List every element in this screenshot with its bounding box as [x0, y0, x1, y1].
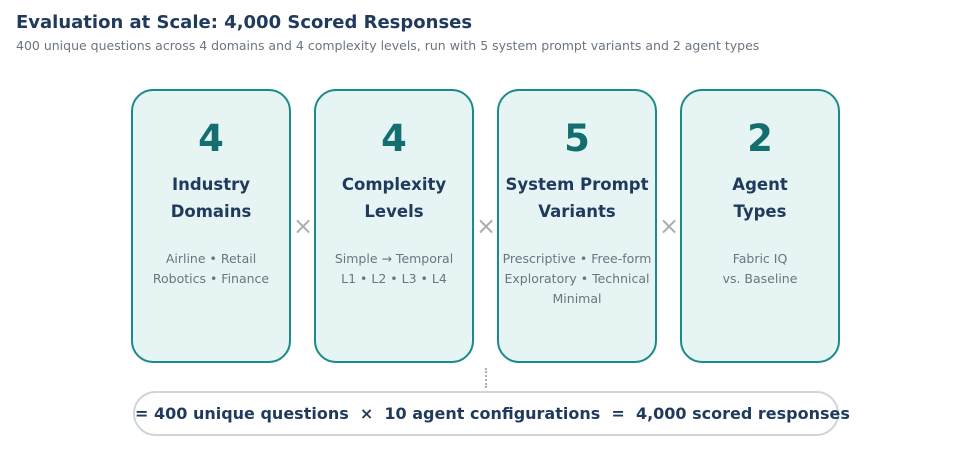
card-description-line: Exploratory • Technical	[504, 271, 650, 286]
card-number: 2	[747, 117, 773, 160]
card-number: 4	[198, 117, 224, 160]
multiply-operator: ×	[476, 212, 497, 240]
card-description-line: Prescriptive • Free-form	[502, 251, 652, 266]
card-label-line: System Prompt	[505, 175, 649, 194]
card-description: Simple → Temporal L1 • L2 • L3 • L4	[316, 249, 472, 289]
card-label-line: Complexity	[341, 175, 447, 194]
card-agent-types: 2 Agent Types Fabric IQ vs. Baseline	[680, 89, 840, 363]
card-label: Agent Types	[682, 171, 838, 225]
card-complexity-levels: 4 Complexity Levels Simple → Temporal L1…	[314, 89, 474, 363]
card-description-line: Fabric IQ	[732, 251, 788, 266]
card-number: 5	[564, 117, 590, 160]
card-system-prompt-variants: 5 System Prompt Variants Prescriptive • …	[497, 89, 657, 363]
page-subtitle: 400 unique questions across 4 domains an…	[16, 38, 760, 53]
card-description: Fabric IQ vs. Baseline	[682, 249, 838, 289]
card-label-line: Agent	[732, 175, 788, 194]
card-description-line: vs. Baseline	[722, 271, 798, 286]
card-description-line: Airline • Retail	[165, 251, 257, 266]
card-industry-domains: 4 Industry Domains Airline • Retail Robo…	[131, 89, 291, 363]
card-description: Airline • Retail Robotics • Finance	[133, 249, 289, 289]
card-label-line: Types	[733, 202, 787, 221]
card-description-line: Minimal	[552, 291, 602, 306]
card-label-line: Levels	[364, 202, 424, 221]
card-description-line: L1 • L2 • L3 • L4	[341, 271, 447, 286]
card-label-line: Domains	[170, 202, 252, 221]
card-description-line: Robotics • Finance	[152, 271, 270, 286]
card-label-line: Industry	[171, 175, 251, 194]
dotted-connector	[485, 368, 487, 388]
card-number: 4	[381, 117, 407, 160]
multiply-operator: ×	[659, 212, 680, 240]
multiply-operator: ×	[293, 212, 314, 240]
card-label: Industry Domains	[133, 171, 289, 225]
summary-equation: = 400 unique questions × 10 agent config…	[133, 391, 850, 436]
card-label: System Prompt Variants	[499, 171, 655, 225]
card-label: Complexity Levels	[316, 171, 472, 225]
card-description: Prescriptive • Free-form Exploratory • T…	[499, 249, 655, 309]
card-description-line: Simple → Temporal	[334, 251, 454, 266]
page-title: Evaluation at Scale: 4,000 Scored Respon…	[16, 12, 473, 33]
card-label-line: Variants	[538, 202, 616, 221]
